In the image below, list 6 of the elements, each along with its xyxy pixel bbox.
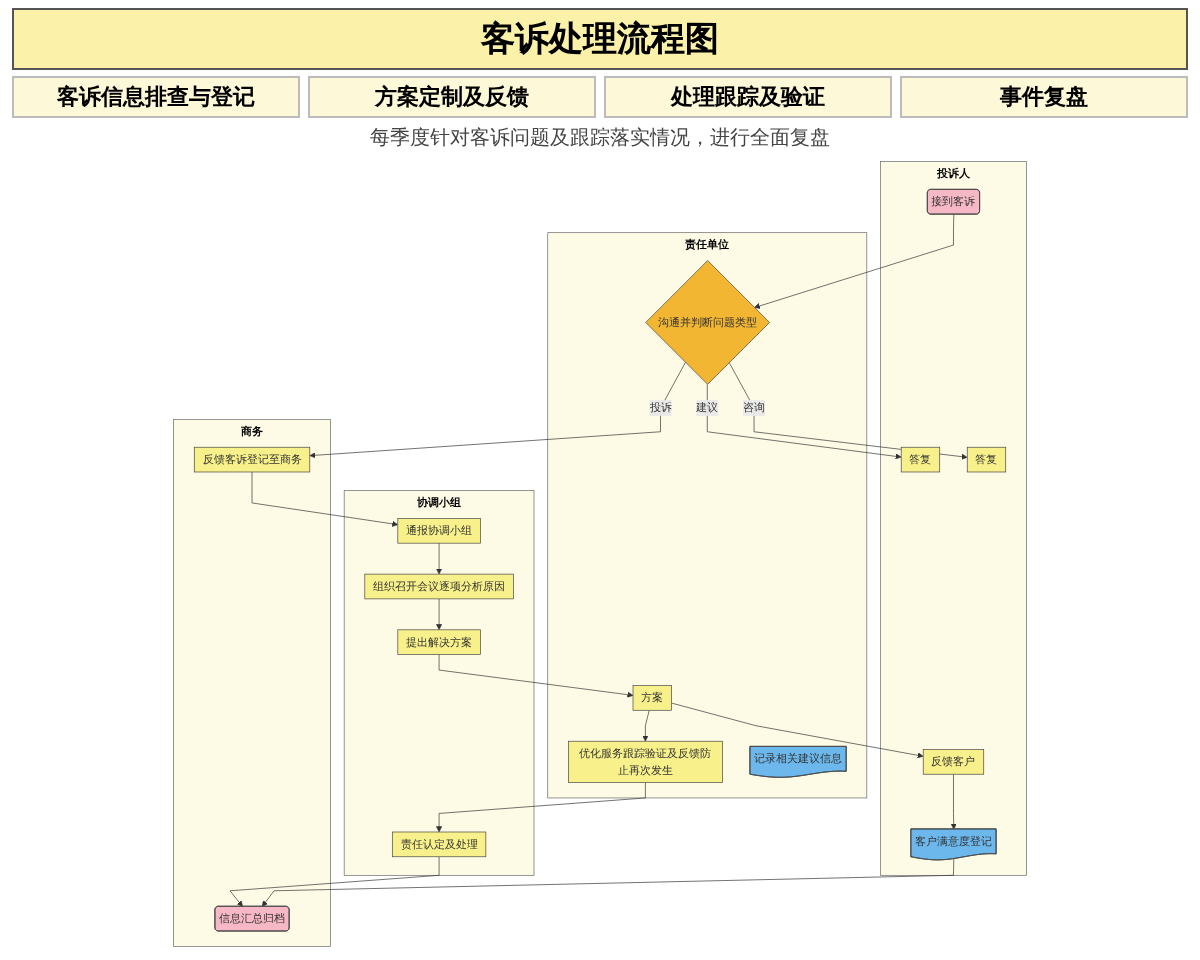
column-header: 事件复盘: [900, 76, 1188, 118]
column-header: 方案定制及反馈: [308, 76, 596, 118]
column-header: 处理跟踪及验证: [604, 76, 892, 118]
title: 客诉处理流程图: [12, 8, 1188, 70]
note-text: 每季度针对客诉问题及跟踪落实情况，进行全面复盘: [370, 128, 830, 150]
column-header: 客诉信息排查与登记: [12, 76, 300, 118]
